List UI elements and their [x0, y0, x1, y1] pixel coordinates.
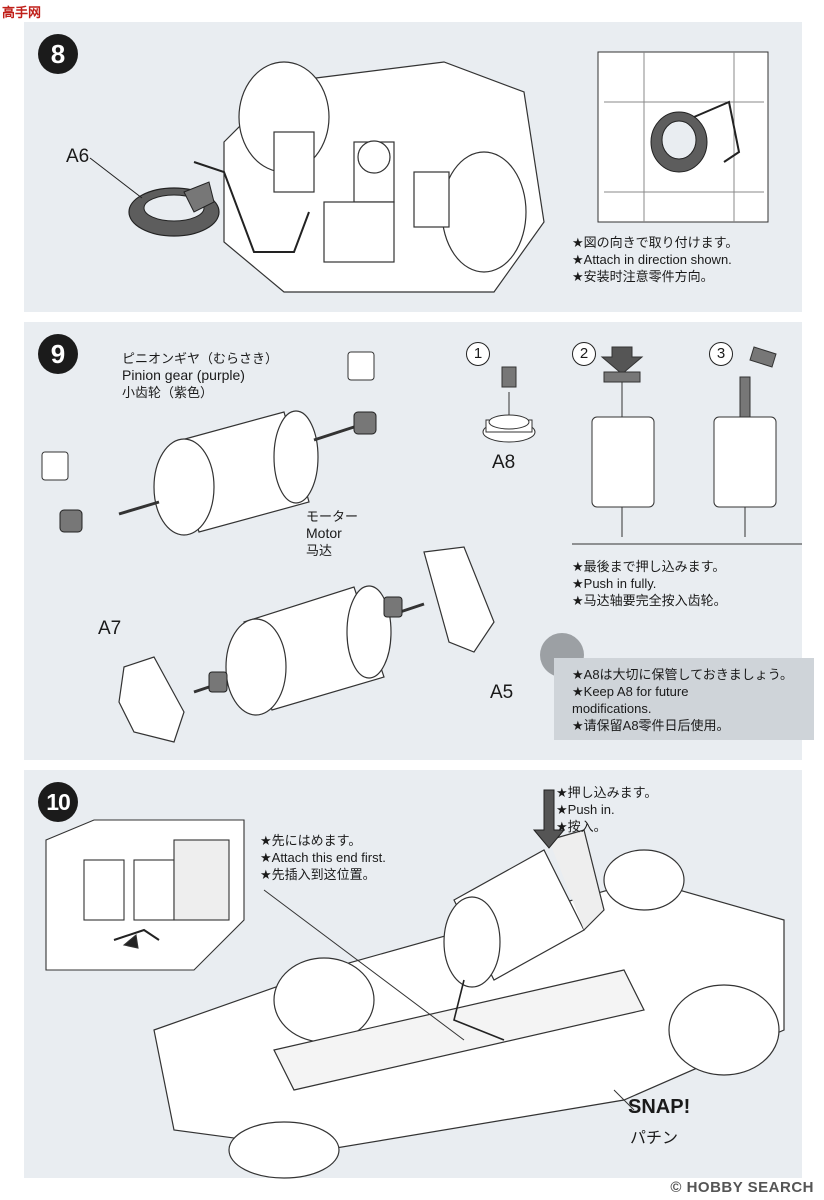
part-label-a7: A7	[98, 618, 122, 639]
push-in-note-zh: ★按入。	[556, 819, 607, 834]
pinion-gear-label: ピニオンギヤ（むらさき） Pinion gear (purple) 小齿轮（紫色…	[122, 350, 278, 401]
keep-note-en-2: modifications.	[572, 701, 652, 716]
push-in-note: ★押し込みます。 ★Push in. ★按入。	[556, 784, 657, 835]
keep-note-ja: ★A8は大切に保管しておきましょう。	[572, 667, 793, 682]
push-fully-note: ★最後まで押し込みます。 ★Push in fully. ★马达轴要完全按入齿轮…	[572, 558, 727, 609]
step-number-badge: 8	[38, 34, 78, 74]
step-8-detail-inset	[597, 51, 769, 223]
keep-a8-note: ★A8は大切に保管しておきましょう。 ★Keep A8 for future m…	[554, 658, 814, 740]
step-number-badge: 9	[38, 334, 78, 374]
push-note-zh: ★马达轴要完全按入齿轮。	[572, 593, 727, 608]
note-line-zh: ★安装时注意零件方向。	[572, 269, 714, 284]
substep-1-marker: 1	[466, 342, 490, 366]
site-logo: 高手网	[2, 5, 42, 20]
motor-label-en: Motor	[306, 525, 342, 541]
step-number-badge: 10	[38, 782, 78, 822]
motor-upper	[118, 410, 355, 536]
note-line-en: ★Attach in direction shown.	[572, 252, 732, 267]
pinion-label-zh: 小齿轮（紫色）	[122, 385, 214, 400]
step-8-note: ★図の向きで取り付けます。 ★Attach in direction shown…	[572, 234, 738, 285]
push-in-note-en: ★Push in.	[556, 802, 615, 817]
attach-first-note: ★先にはめます。 ★Attach this end first. ★先插入到这位…	[260, 832, 386, 883]
pinion-label-en: Pinion gear (purple)	[122, 367, 245, 383]
step-9-panel: 9	[24, 322, 814, 760]
keep-note-zh: ★请保留A8零件日后使用。	[572, 718, 730, 733]
motor-label-zh: 马达	[306, 543, 333, 558]
part-label-a5: A5	[490, 682, 514, 703]
a8-tool-drawing	[482, 366, 536, 443]
push-note-ja: ★最後まで押し込みます。	[572, 559, 726, 574]
motor-label-ja: モーター	[306, 509, 359, 524]
chassis-drawing	[153, 849, 785, 1179]
motor-lower	[118, 546, 495, 743]
motor-install-drawing	[443, 829, 605, 988]
step-10-panel: 10 ★先にはめます。	[24, 770, 802, 1179]
first-note-ja: ★先にはめます。	[260, 833, 362, 848]
first-note-en: ★Attach this end first.	[260, 850, 386, 865]
pinion-label-ja: ピニオンギヤ（むらさき）	[122, 351, 279, 366]
step-10-illustration	[45, 789, 785, 1179]
push-in-note-ja: ★押し込みます。	[556, 785, 658, 800]
part-label-a6: A6	[66, 146, 90, 167]
motor-label: モーター Motor 马达	[306, 508, 358, 559]
snap-kana-label: パチン	[630, 1130, 679, 1147]
substep-2-marker: 2	[572, 342, 596, 366]
push-arrow-icon	[532, 789, 566, 849]
substep-3-marker: 3	[709, 342, 733, 366]
keep-note-en-1: ★Keep A8 for future	[572, 684, 689, 699]
note-line-ja: ★図の向きで取り付けます。	[572, 235, 739, 250]
pinion-gear-icon	[59, 411, 377, 533]
step-8-illustration	[89, 51, 769, 293]
a6-terminal-part	[128, 181, 220, 237]
push-note-en: ★Push in fully.	[572, 576, 657, 591]
step-10-detail-inset	[45, 819, 245, 971]
snap-label: SNAP!	[628, 1096, 691, 1118]
motor-push-drawing-2	[591, 346, 655, 537]
watermark: © HOBBY SEARCH	[670, 1179, 814, 1196]
motor-push-drawing-3	[713, 346, 777, 537]
part-label-a8: A8	[492, 452, 516, 473]
step-8-panel: 8 A6 ★図の	[24, 22, 802, 312]
first-note-zh: ★先插入到这位置。	[260, 867, 376, 882]
